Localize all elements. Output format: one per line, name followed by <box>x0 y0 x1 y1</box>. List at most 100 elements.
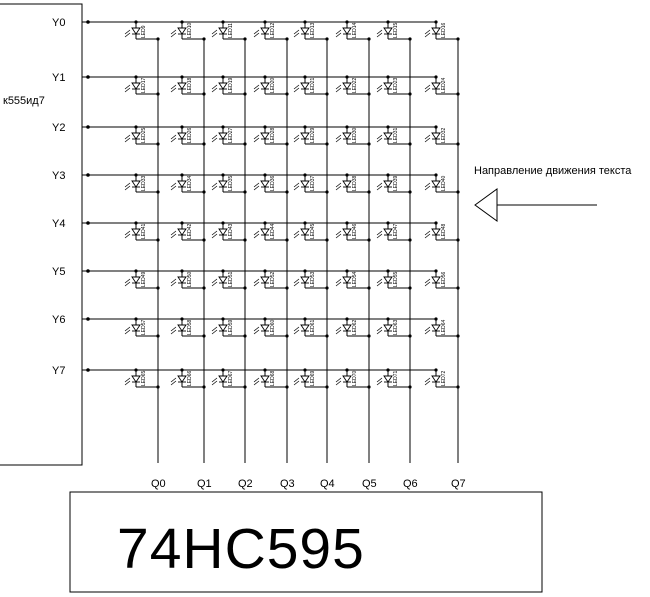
led-cell: LED38 <box>335 173 371 194</box>
light-arrow-icon <box>335 134 342 140</box>
led-cell: LED52 <box>253 269 289 290</box>
led-diode-icon <box>383 132 393 140</box>
junction-dot <box>325 238 329 242</box>
junction-dot <box>456 92 460 96</box>
junction-dot <box>345 317 349 321</box>
light-arrow-icon <box>335 329 342 335</box>
led-diode-icon <box>131 27 141 35</box>
junction-dot <box>263 20 267 24</box>
junction-dot <box>285 238 289 242</box>
junction-dot <box>156 142 160 146</box>
light-arrow-icon <box>424 281 431 287</box>
junction-dot <box>263 173 267 177</box>
junction-dot <box>202 92 206 96</box>
led-cell: LED72 <box>424 368 460 389</box>
led-cell: LED22 <box>335 75 371 96</box>
led-diode-icon <box>300 276 310 284</box>
junction-dot <box>345 125 349 129</box>
junction-dot <box>345 75 349 79</box>
led-diode-icon <box>431 324 441 332</box>
junction-dot <box>156 334 160 338</box>
led-diode-icon <box>431 82 441 90</box>
led-diode-icon <box>260 375 270 383</box>
led-diode-icon <box>218 324 228 332</box>
light-arrow-icon <box>293 377 300 383</box>
junction-dot <box>263 368 267 372</box>
led-reference-label: LED24 <box>441 77 447 93</box>
direction-arrow-icon <box>474 188 597 222</box>
light-arrow-icon <box>376 230 383 236</box>
junction-dot <box>156 92 160 96</box>
junction-dot <box>345 173 349 177</box>
led-reference-label: LED29 <box>310 127 316 143</box>
led-cell: LED62 <box>335 317 371 338</box>
led-reference-label: LED41 <box>141 223 147 239</box>
row-label: Y0 <box>52 17 65 29</box>
led-reference-label: LED12 <box>270 22 276 38</box>
led-cell: LED40 <box>424 173 460 194</box>
led-cell: LED23 <box>376 75 412 96</box>
led-diode-icon <box>383 180 393 188</box>
junction-dot <box>303 173 307 177</box>
junction-dot <box>86 317 90 321</box>
light-arrow-icon <box>335 233 342 239</box>
led-diode-icon <box>260 132 270 140</box>
light-arrow-icon <box>335 29 342 35</box>
led-diode-icon <box>131 324 141 332</box>
led-cell: LED55 <box>376 269 412 290</box>
led-cell: LED24 <box>424 75 460 96</box>
light-arrow-icon <box>293 281 300 287</box>
junction-dot <box>386 368 390 372</box>
light-arrow-icon <box>124 137 131 143</box>
led-cell: LED60 <box>253 317 289 338</box>
junction-dot <box>325 92 329 96</box>
led-cell: LED13 <box>293 20 329 41</box>
light-arrow-icon <box>124 278 131 284</box>
light-arrow-icon <box>424 87 431 93</box>
junction-dot <box>303 20 307 24</box>
led-diode-icon <box>300 132 310 140</box>
light-arrow-icon <box>170 329 177 335</box>
junction-dot <box>325 286 329 290</box>
light-arrow-icon <box>424 329 431 335</box>
led-reference-label: LED19 <box>228 77 234 93</box>
led-diode-icon <box>260 27 270 35</box>
light-arrow-icon <box>170 377 177 383</box>
light-arrow-icon <box>124 329 131 335</box>
led-reference-label: LED63 <box>393 319 399 335</box>
light-arrow-icon <box>293 134 300 140</box>
junction-dot <box>263 269 267 273</box>
light-arrow-icon <box>170 281 177 287</box>
light-arrow-icon <box>424 182 431 188</box>
junction-dot <box>456 286 460 290</box>
led-diode-icon <box>300 375 310 383</box>
led-reference-label: LED28 <box>270 127 276 143</box>
junction-dot <box>303 317 307 321</box>
junction-dot <box>408 334 412 338</box>
light-arrow-icon <box>253 230 260 236</box>
light-arrow-icon <box>211 87 218 93</box>
led-diode-icon <box>342 82 352 90</box>
junction-dot <box>285 92 289 96</box>
light-arrow-icon <box>253 32 260 38</box>
led-cell: LED53 <box>293 269 329 290</box>
light-arrow-icon <box>253 87 260 93</box>
junction-dot <box>325 385 329 389</box>
light-arrow-icon <box>124 281 131 287</box>
light-arrow-icon <box>253 281 260 287</box>
led-diode-icon <box>342 324 352 332</box>
junction-dot <box>285 334 289 338</box>
led-cell: LED54 <box>335 269 371 290</box>
junction-dot <box>156 190 160 194</box>
light-arrow-icon <box>211 134 218 140</box>
led-diode-icon <box>260 276 270 284</box>
junction-dot <box>263 75 267 79</box>
light-arrow-icon <box>253 233 260 239</box>
led-reference-label: LED36 <box>270 175 276 191</box>
led-cell: LED10 <box>170 20 206 41</box>
junction-dot <box>325 334 329 338</box>
light-arrow-icon <box>211 29 218 35</box>
led-cell: LED47 <box>376 221 412 242</box>
led-reference-label: LED47 <box>393 223 399 239</box>
